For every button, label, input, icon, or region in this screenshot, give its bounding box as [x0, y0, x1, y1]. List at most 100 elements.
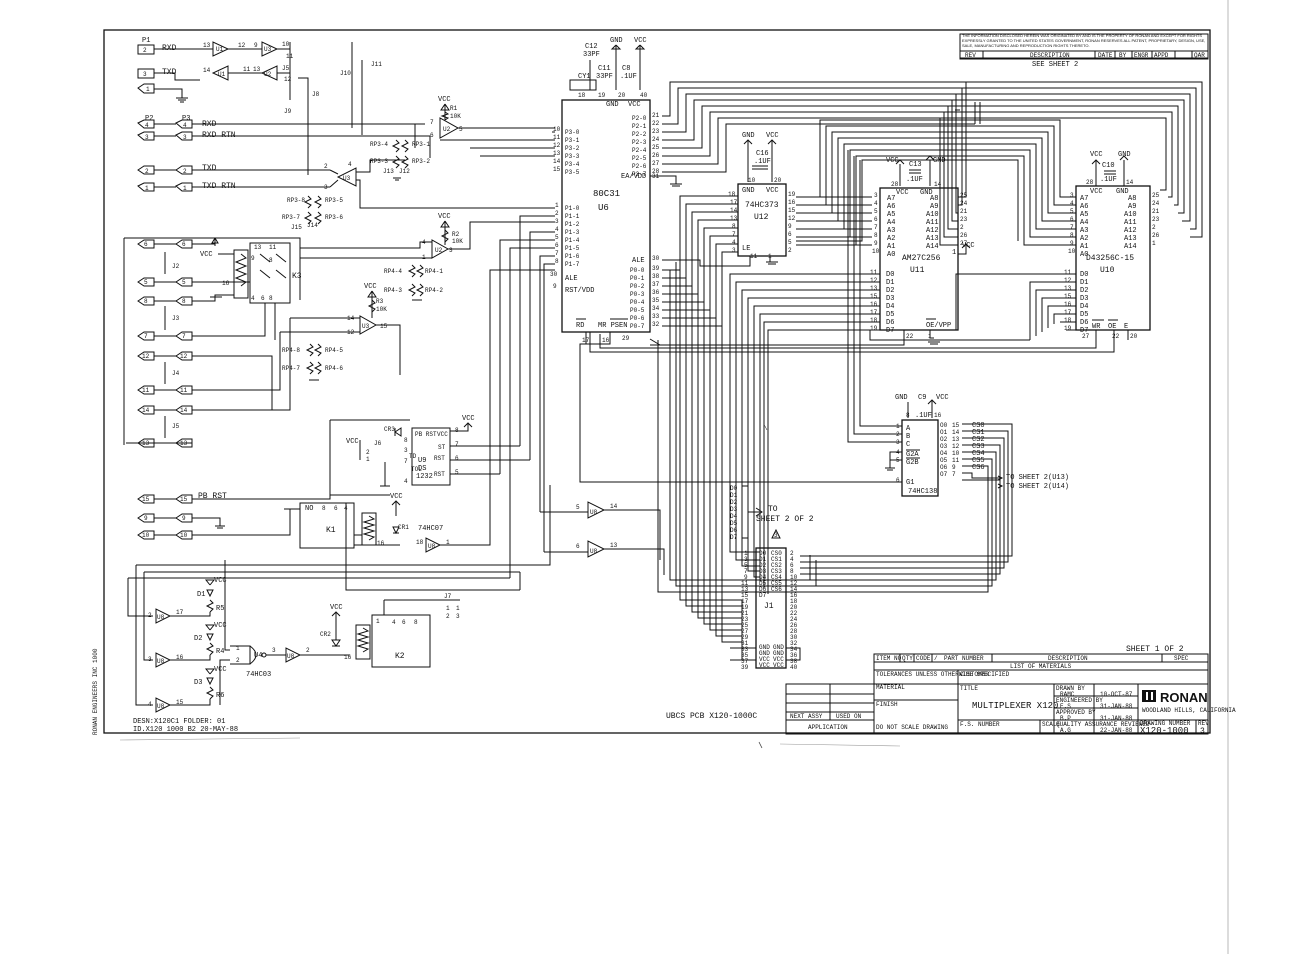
svg-text:26: 26 — [652, 152, 660, 159]
svg-text:VCC: VCC — [759, 662, 770, 669]
svg-text:74HC07: 74HC07 — [418, 525, 443, 533]
svg-text:3: 3 — [324, 184, 328, 191]
svg-text:O5: O5 — [940, 457, 948, 464]
svg-text:K3: K3 — [292, 272, 302, 281]
svg-text:K1: K1 — [326, 526, 336, 535]
svg-text:2: 2 — [366, 449, 370, 456]
svg-text:4: 4 — [790, 556, 794, 563]
svg-text:P0-1: P0-1 — [630, 275, 645, 282]
pb-rst-label: PB RST — [198, 492, 227, 501]
svg-text:P2-3: P2-3 — [632, 139, 647, 146]
svg-text:8: 8 — [182, 298, 186, 305]
svg-text:SHEET 2 OF 2: SHEET 2 OF 2 — [756, 515, 814, 524]
svg-text:U8: U8 — [287, 653, 295, 660]
svg-text:3: 3 — [145, 134, 149, 141]
svg-text:U2: U2 — [443, 126, 451, 133]
svg-text:R3: R3 — [376, 298, 384, 305]
svg-text:CS4: CS4 — [771, 574, 782, 581]
svg-text:APPLICATION: APPLICATION — [808, 724, 848, 731]
svg-text:9: 9 — [744, 574, 748, 581]
svg-text:7: 7 — [874, 224, 878, 231]
svg-text:11: 11 — [741, 580, 749, 587]
svg-text:17: 17 — [870, 309, 878, 316]
svg-text:1: 1 — [446, 605, 450, 612]
svg-text:6: 6 — [144, 241, 148, 248]
svg-text:9: 9 — [553, 283, 557, 290]
address-bus-high — [662, 81, 1203, 246]
svg-text:16: 16 — [344, 654, 352, 661]
svg-text:GND: GND — [759, 644, 770, 651]
svg-text:D5: D5 — [1080, 311, 1088, 319]
svg-text:O3: O3 — [940, 443, 948, 450]
svg-text:P2-0: P2-0 — [632, 115, 647, 122]
svg-text:A12: A12 — [1124, 227, 1137, 235]
svg-text:CS5: CS5 — [771, 580, 782, 587]
svg-text:REV: REV — [1198, 720, 1209, 727]
svg-text:A3: A3 — [1080, 227, 1088, 235]
svg-text:D2: D2 — [194, 635, 202, 643]
svg-text:D7: D7 — [730, 534, 738, 541]
svg-text:13: 13 — [254, 244, 262, 251]
svg-text:QTY: QTY — [902, 655, 913, 662]
svg-text:ALE: ALE — [565, 275, 578, 283]
svg-text:24: 24 — [960, 200, 968, 207]
svg-text:7: 7 — [430, 119, 434, 126]
svg-text:D1: D1 — [886, 279, 894, 287]
svg-text:A: A — [906, 425, 911, 433]
svg-text:U6: U6 — [598, 203, 609, 213]
svg-text:1: 1 — [236, 645, 240, 652]
svg-text:14: 14 — [610, 503, 618, 510]
svg-text:21: 21 — [960, 208, 968, 215]
svg-text:38: 38 — [652, 273, 660, 280]
svg-text:U3: U3 — [343, 175, 351, 182]
svg-text:22-JAN-88: 22-JAN-88 — [1100, 727, 1133, 734]
svg-text:J2: J2 — [172, 263, 180, 270]
svg-text:10: 10 — [790, 574, 798, 581]
svg-text:J9: J9 — [284, 108, 292, 115]
svg-text:2: 2 — [446, 613, 450, 620]
svg-text:SPEC: SPEC — [1174, 655, 1189, 662]
svg-text:7: 7 — [144, 333, 148, 340]
svg-text:P3-0: P3-0 — [565, 129, 580, 136]
svg-text:CS1: CS1 — [771, 556, 782, 563]
svg-text:33PF: 33PF — [583, 51, 600, 59]
svg-text:P3-4: P3-4 — [565, 161, 580, 168]
svg-text:14: 14 — [203, 67, 211, 74]
svg-text:P0-6: P0-6 — [630, 315, 645, 322]
svg-text:2: 2 — [324, 163, 328, 170]
svg-text:A10: A10 — [1124, 211, 1137, 219]
svg-text:20: 20 — [790, 604, 798, 611]
svg-text:13: 13 — [741, 586, 749, 593]
svg-text:CR3: CR3 — [384, 426, 395, 433]
svg-text:3: 3 — [456, 613, 460, 620]
svg-text:K2: K2 — [395, 652, 405, 661]
svg-text:P2-1: P2-1 — [632, 123, 647, 130]
svg-text:PB RST: PB RST — [415, 431, 437, 438]
svg-text:D6: D6 — [759, 586, 767, 593]
led-driver-block: VCC D1 R5 2 U8 17 VCC D2 R4 3 U8 16 VCC … — [127, 485, 551, 713]
svg-text:3: 3 — [148, 656, 152, 663]
svg-text:U8: U8 — [157, 614, 165, 621]
svg-text:3: 3 — [143, 71, 147, 78]
svg-text:O7: O7 — [940, 471, 948, 478]
svg-text:27: 27 — [652, 160, 660, 167]
svg-text:RP4-3: RP4-3 — [384, 287, 402, 294]
svg-text:CS6: CS6 — [771, 586, 782, 593]
svg-text:U8: U8 — [590, 509, 598, 516]
svg-text:A12: A12 — [926, 227, 939, 235]
svg-text:4: 4 — [555, 226, 559, 233]
svg-text:2: 2 — [148, 612, 152, 619]
svg-text:30: 30 — [652, 255, 660, 262]
svg-text:1: 1 — [145, 185, 149, 192]
svg-text:A11: A11 — [926, 219, 939, 227]
svg-text:8: 8 — [144, 298, 148, 305]
rev-header: ENGR — [1134, 52, 1149, 59]
svg-text:A1: A1 — [1080, 243, 1088, 251]
svg-text:22: 22 — [790, 610, 798, 617]
svg-text:F.S. NUMBER: F.S. NUMBER — [960, 721, 1000, 728]
svg-text:7: 7 — [744, 568, 748, 575]
svg-text:U8: U8 — [157, 658, 165, 665]
